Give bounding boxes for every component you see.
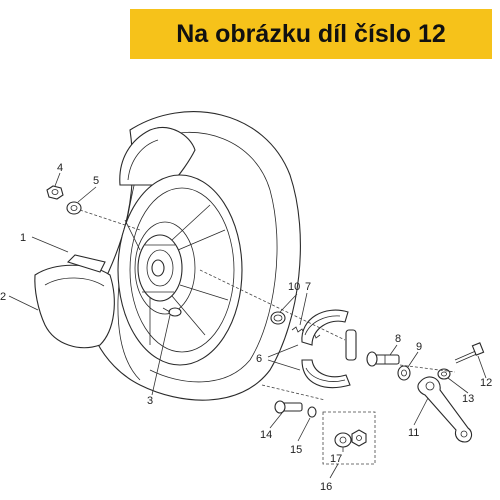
- callout-5: 5: [93, 175, 99, 187]
- lever-nut: [437, 368, 451, 380]
- brake-camshaft: [366, 351, 400, 367]
- wheel-rim: [117, 174, 243, 366]
- callout-7: 7: [305, 281, 311, 293]
- axle-nut: [46, 185, 64, 200]
- callout-10: 10: [288, 281, 300, 293]
- callout-8: 8: [395, 333, 401, 345]
- callout-4: 4: [57, 162, 63, 174]
- highlight-banner: Na obrázku díl číslo 12: [130, 9, 492, 59]
- callout-6: 6: [256, 353, 262, 365]
- pin-o-ring: [307, 406, 317, 418]
- callout-16: 16: [320, 481, 332, 493]
- callout-13: 13: [462, 393, 474, 405]
- callout-labels: 1 2 3 4 5 6 7 8 9 10 11 12 13 14 15 16 1…: [0, 162, 492, 493]
- callout-3: 3: [147, 395, 153, 407]
- axle-washer: [66, 201, 82, 215]
- camshaft-washer: [397, 365, 411, 381]
- lever-bolt: [454, 342, 485, 364]
- banner-title: Na obrázku díl číslo 12: [176, 19, 446, 48]
- brake-shoe-set: [301, 309, 357, 389]
- valve: [162, 307, 182, 317]
- shoe-pin-bolt: [274, 400, 303, 414]
- nut-washer-kit: [322, 411, 376, 465]
- brake-cam-lever: [417, 376, 473, 443]
- callout-15: 15: [290, 444, 302, 456]
- o-ring: [270, 311, 286, 325]
- callout-11: 11: [408, 427, 419, 439]
- callout-leaders: [8, 172, 487, 479]
- callout-17: 17: [330, 453, 342, 465]
- callout-2: 2: [0, 291, 6, 303]
- callout-1: 1: [20, 232, 26, 244]
- callout-14: 14: [260, 429, 272, 441]
- callout-9: 9: [416, 341, 422, 353]
- callout-12: 12: [480, 377, 492, 389]
